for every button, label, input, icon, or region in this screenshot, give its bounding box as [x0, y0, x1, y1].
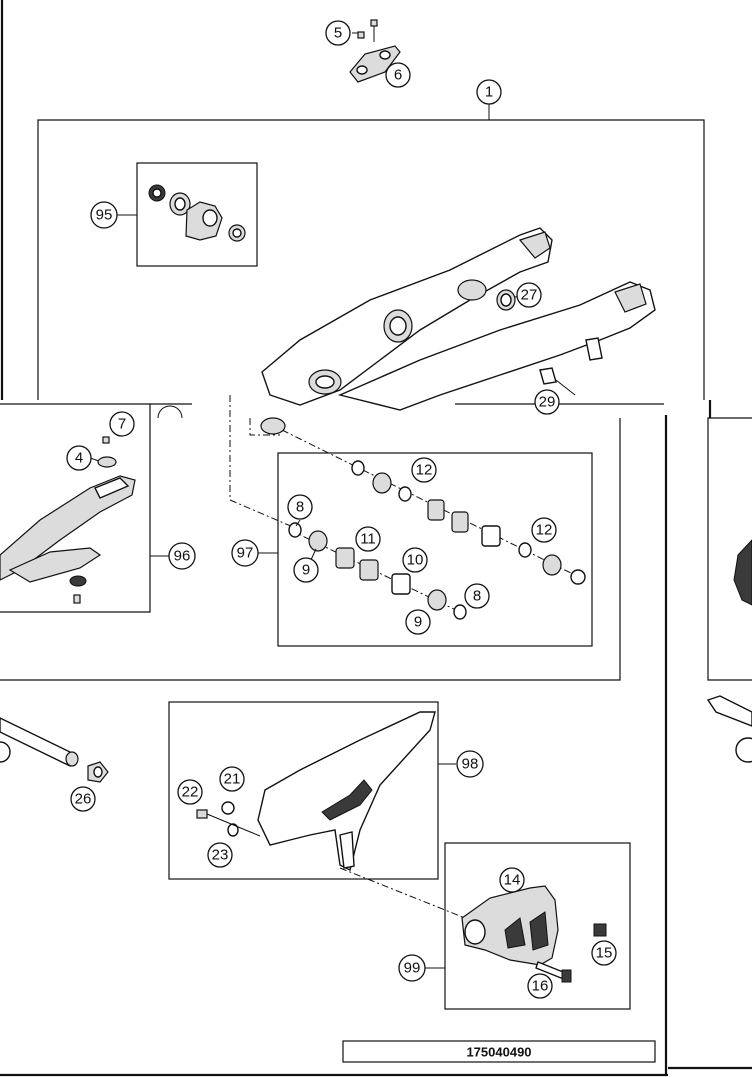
parts-5-6: [349, 19, 401, 83]
callout-97: 97: [231, 539, 259, 567]
callout-9-upper: 9: [293, 557, 319, 583]
callout-27: 27: [516, 282, 542, 308]
assembly-1-bracket: [37, 104, 705, 400]
callout-14: 14: [499, 867, 525, 893]
callout-7: 7: [109, 411, 135, 437]
callout-15: 15: [591, 940, 617, 966]
callout-26-label: 26: [75, 791, 92, 808]
partial-callout-left: [0, 741, 11, 763]
callout-29-label: 29: [539, 394, 556, 411]
drawing-number-box: 175040490: [342, 1040, 656, 1063]
callout-95-label: 95: [96, 207, 113, 224]
axle-26: [0, 717, 109, 783]
callout-1-label: 1: [485, 84, 493, 101]
callout-8-upper-label: 8: [296, 499, 304, 516]
callout-23: 23: [207, 842, 233, 868]
drawing-number: 175040490: [466, 1045, 531, 1060]
callout-12-upper: 12: [411, 457, 437, 483]
callout-96: 96: [168, 542, 196, 570]
callout-5-label: 5: [334, 25, 342, 42]
callout-6: 6: [385, 62, 411, 88]
callout-5: 5: [325, 20, 351, 46]
callout-23-label: 23: [212, 847, 229, 864]
callout-16-label: 16: [532, 978, 549, 995]
detail-box-99: [425, 842, 631, 1010]
callout-6-label: 6: [394, 67, 402, 84]
callout-98: 98: [456, 750, 484, 778]
callout-22: 22: [177, 779, 203, 805]
callout-11: 11: [355, 526, 381, 552]
swingarm: [261, 227, 656, 411]
callout-99: 99: [398, 954, 426, 982]
detail-box-97: [229, 395, 593, 647]
detail-box-98: [168, 701, 471, 921]
right-clipped-detail: [706, 417, 752, 727]
callout-98-label: 98: [462, 756, 479, 773]
partial-callout-right: [735, 737, 752, 763]
callout-8-upper: 8: [287, 494, 313, 520]
callout-12-upper-label: 12: [416, 462, 433, 479]
callout-4-label: 4: [75, 450, 83, 467]
callout-15-label: 15: [596, 945, 613, 962]
callout-8-lower: 8: [464, 583, 490, 609]
callout-14-label: 14: [504, 872, 521, 889]
callout-29: 29: [534, 389, 560, 415]
callout-96-label: 96: [174, 548, 191, 565]
callout-95: 95: [90, 201, 118, 229]
callout-21-label: 21: [224, 771, 241, 788]
callout-97-label: 97: [237, 545, 254, 562]
callout-11-label: 11: [360, 531, 376, 548]
callout-21: 21: [219, 766, 245, 792]
callout-26: 26: [70, 786, 96, 812]
callout-22-label: 22: [182, 784, 199, 801]
callout-12-lower: 12: [531, 517, 557, 543]
detail-box-96: [0, 403, 170, 613]
callout-7-label: 7: [118, 416, 126, 433]
assembly-1-lower-bracket: [0, 403, 664, 681]
detail-box-95: [117, 162, 258, 267]
callout-10: 10: [402, 547, 428, 573]
callout-12-lower-label: 12: [536, 522, 553, 539]
callout-8-lower-label: 8: [473, 588, 481, 605]
callout-16: 16: [527, 973, 553, 999]
callout-27-label: 27: [521, 287, 538, 304]
callout-9-upper-label: 9: [302, 562, 310, 579]
partial-callout-top: [157, 405, 183, 419]
callout-10-label: 10: [407, 552, 424, 569]
callout-99-label: 99: [404, 960, 421, 977]
callout-9-lower: 9: [405, 609, 431, 635]
callout-1: 1: [476, 79, 502, 105]
callout-4: 4: [66, 445, 92, 471]
callout-9-lower-label: 9: [414, 614, 422, 631]
